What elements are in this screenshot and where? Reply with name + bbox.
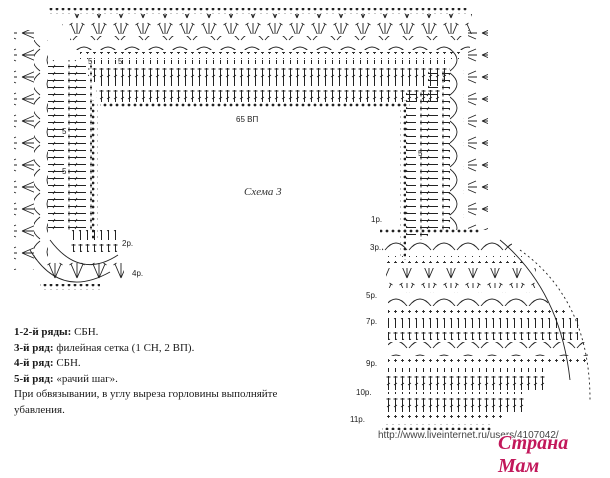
- legend: 1-2-й ряды: СБН. 3-й ряд: филейная сетка…: [14, 325, 314, 418]
- stitch-count: 5: [62, 127, 67, 136]
- site-logo: Страна Мам: [498, 432, 569, 477]
- row-label-4: 4р.: [132, 269, 144, 278]
- row-label-5: 5р.: [366, 291, 378, 300]
- legend-row: 5-й ряд: «рачий шаг».: [14, 372, 118, 385]
- watermark-url: http://www.liveinternet.ru/users/4107042…: [378, 430, 559, 441]
- crochet-chart: [14, 8, 591, 430]
- row-label-2: 2р.: [122, 239, 134, 248]
- stitch-count: 5: [62, 167, 67, 176]
- legend-note: При обвязывании, в углу выреза горловины…: [14, 388, 278, 416]
- row-label-7: 7р.: [366, 317, 378, 326]
- row-label-10: 10р.: [356, 388, 372, 397]
- row-label-9: 9р.: [366, 359, 378, 368]
- row-label-1: 1р.: [371, 215, 383, 224]
- schema-title: Схема 3: [244, 186, 282, 198]
- row-label-3: 3р.: [370, 243, 382, 252]
- stitch-count: 5: [118, 57, 123, 66]
- row-label-11: 11р.: [350, 415, 365, 424]
- stitch-count: 5: [88, 57, 93, 66]
- legend-row: 1-2-й ряды: СБН.: [14, 326, 99, 338]
- stitch-count: 5: [418, 149, 423, 158]
- legend-row: 4-й ряд: СБН.: [14, 357, 81, 369]
- foundation-chain-label: 65 ВП: [236, 115, 259, 124]
- collar-frame: [14, 8, 591, 430]
- legend-row: 3-й ряд: филейная сетка (1 СН, 2 ВП).: [14, 341, 195, 354]
